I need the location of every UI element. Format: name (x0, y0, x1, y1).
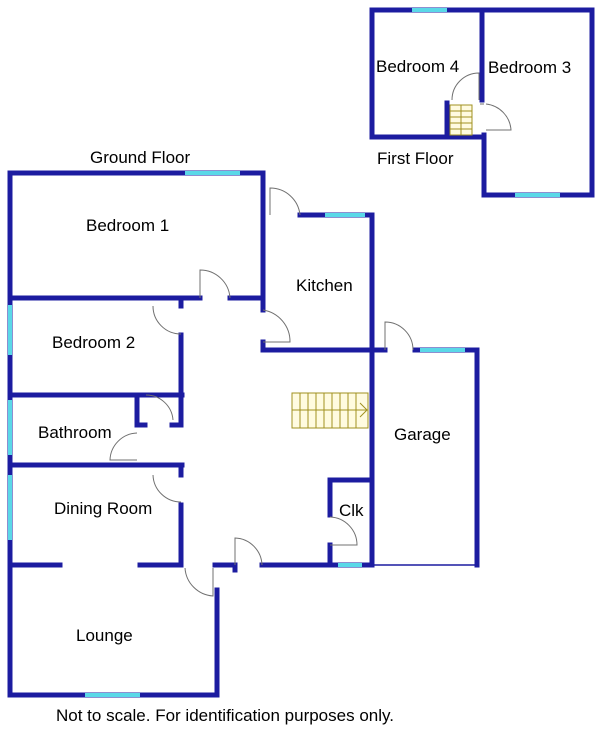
staircase-ground-floor (291, 392, 369, 429)
labels: Ground Floor First Floor Bedroom 4 Bedro… (38, 57, 571, 725)
door-swing (262, 309, 291, 343)
door-swing (329, 516, 358, 546)
door-swing (234, 537, 263, 566)
ground-floor-label: Ground Floor (90, 148, 190, 167)
wall-hatching (10, 10, 592, 695)
doors (109, 72, 512, 597)
bedroom3-label: Bedroom 3 (488, 58, 571, 77)
garage-label: Garage (394, 425, 451, 444)
door-swing (184, 567, 214, 597)
bathroom-label: Bathroom (38, 423, 112, 442)
door-swing (199, 269, 231, 299)
clk-label: Clk (339, 501, 364, 520)
door-swing (152, 474, 182, 503)
door-swing (109, 432, 138, 461)
door-swing (384, 321, 414, 351)
kitchen-label: Kitchen (296, 276, 353, 295)
disclaimer: Not to scale. For identification purpose… (56, 706, 394, 725)
door-swing (480, 103, 512, 131)
lounge-label: Lounge (76, 626, 133, 645)
door-swing (145, 394, 174, 421)
door-swing (269, 187, 301, 216)
door-swing (451, 72, 480, 101)
bedroom2-label: Bedroom 2 (52, 333, 135, 352)
walls (7, 7, 595, 698)
staircase-first-floor (449, 104, 473, 136)
dining-room-label: Dining Room (54, 499, 152, 518)
windows (8, 8, 560, 697)
bedroom1-label: Bedroom 1 (86, 216, 169, 235)
first-floor-label: First Floor (377, 149, 454, 168)
bedroom4-label: Bedroom 4 (376, 57, 459, 76)
door-swing (152, 305, 182, 335)
